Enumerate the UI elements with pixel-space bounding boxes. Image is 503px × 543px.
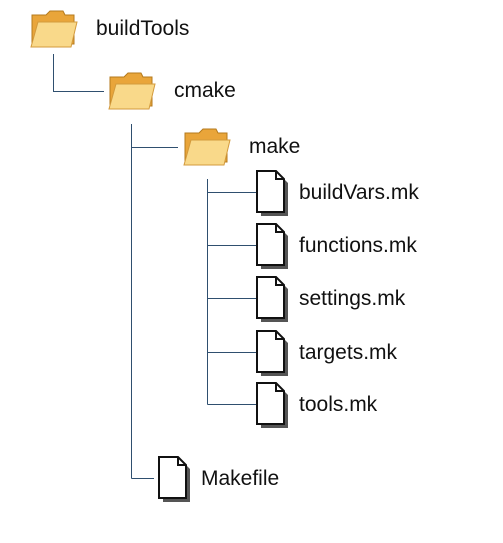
folder-icon <box>183 128 231 166</box>
folder-node-make[interactable]: make <box>183 128 300 166</box>
file-icon <box>255 169 289 217</box>
file-node-tools[interactable]: tools.mk <box>255 381 377 429</box>
file-icon <box>255 275 289 323</box>
file-node-buildvars[interactable]: buildVars.mk <box>255 169 419 217</box>
connector-buildtools-cmake <box>53 54 104 92</box>
file-icon <box>255 381 289 429</box>
folder-icon <box>30 10 78 48</box>
folder-icon <box>108 72 156 110</box>
file-node-functions[interactable]: functions.mk <box>255 222 417 270</box>
file-node-targets[interactable]: targets.mk <box>255 329 397 377</box>
file-label: buildVars.mk <box>299 181 419 204</box>
file-node-makefile[interactable]: Makefile <box>157 455 279 503</box>
file-icon <box>157 455 191 503</box>
file-label: targets.mk <box>299 341 398 364</box>
file-label: Makefile <box>201 467 280 490</box>
file-label: tools.mk <box>299 393 378 416</box>
folder-node-cmake[interactable]: cmake <box>108 72 236 110</box>
file-label: functions.mk <box>299 234 417 257</box>
file-node-settings[interactable]: settings.mk <box>255 275 405 323</box>
file-icon <box>255 222 289 270</box>
folder-label: cmake <box>174 79 236 102</box>
folder-label: make <box>249 135 301 158</box>
file-label: settings.mk <box>299 287 406 310</box>
file-icon <box>255 329 289 377</box>
folder-label: buildTools <box>96 17 190 40</box>
folder-node-buildtools[interactable]: buildTools <box>30 10 189 48</box>
